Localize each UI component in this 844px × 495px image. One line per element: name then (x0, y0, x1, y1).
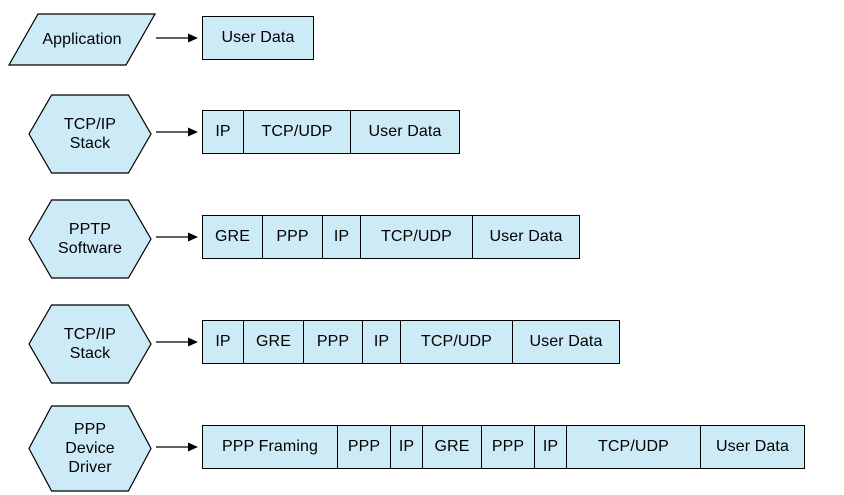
right-arrow-icon (156, 231, 198, 243)
right-arrow-icon (156, 32, 198, 44)
packet-field: User Data (701, 426, 804, 468)
right-arrow-icon (156, 336, 198, 348)
packet-strip-application: User Data (202, 16, 314, 60)
right-arrow-icon (156, 441, 198, 453)
packet-field: TCP/UDP (361, 216, 473, 258)
packet-field: IP (203, 321, 244, 363)
layer-shape-application: Application (7, 13, 157, 66)
packet-field: TCP/UDP (401, 321, 513, 363)
right-arrow-icon (156, 126, 198, 138)
packet-field: IP (203, 111, 244, 153)
packet-field: User Data (473, 216, 579, 258)
packet-field: GRE (244, 321, 304, 363)
packet-field: IP (391, 426, 423, 468)
packet-field: IP (535, 426, 567, 468)
packet-field: User Data (351, 111, 459, 153)
packet-field: TCP/UDP (567, 426, 701, 468)
packet-field: GRE (423, 426, 482, 468)
packet-field: PPP (338, 426, 391, 468)
packet-field: User Data (513, 321, 619, 363)
packet-field: GRE (203, 216, 263, 258)
packet-field: PPP (304, 321, 363, 363)
packet-field: PPP Framing (203, 426, 338, 468)
packet-field: PPP (482, 426, 535, 468)
packet-field: User Data (203, 17, 313, 59)
packet-field: PPP (263, 216, 323, 258)
packet-field: IP (363, 321, 401, 363)
packet-field: TCP/UDP (244, 111, 351, 153)
packet-field: IP (323, 216, 361, 258)
